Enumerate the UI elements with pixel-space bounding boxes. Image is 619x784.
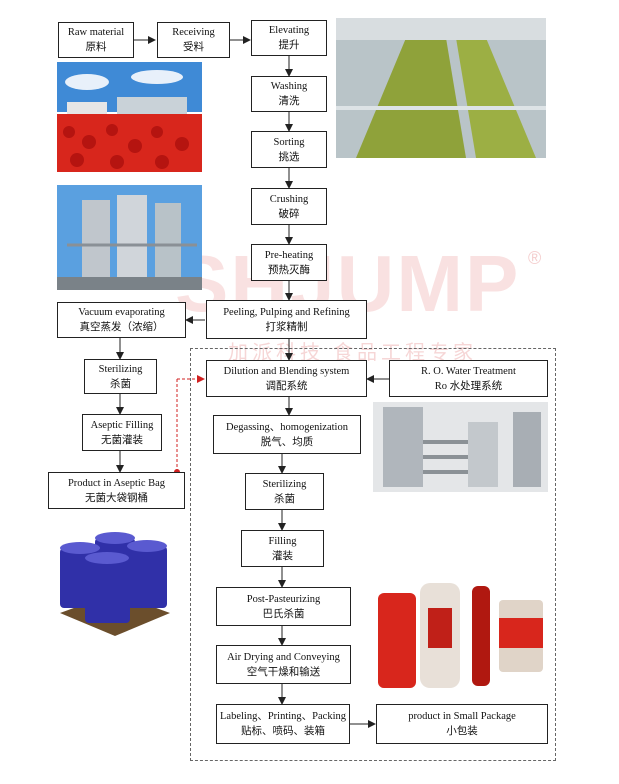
aseptic-filling-cn: 无菌灌装	[83, 433, 161, 448]
ro-water-en: R. O. Water Treatment	[390, 364, 547, 379]
sterilizing-inner-en: Sterilizing	[246, 477, 323, 492]
small-package-box: product in Small Package 小包装	[376, 704, 548, 744]
labeling-box: Labeling、Printing、Packing 贴标、喷码、装箱	[216, 704, 350, 744]
degassing-box: Degassing、homogenization 脱气、均质	[213, 415, 361, 454]
washing-en: Washing	[252, 79, 326, 94]
dilution-blending-cn: 调配系统	[207, 379, 366, 394]
raw-material-en: Raw material	[59, 25, 133, 40]
sterilizing-left-cn: 杀菌	[85, 377, 156, 392]
receiving-en: Receiving	[158, 25, 229, 40]
raw-material-box: Raw material 原料	[58, 22, 134, 58]
sorting-box: Sorting 挑选	[251, 131, 327, 168]
dilution-blending-en: Dilution and Blending system	[207, 364, 366, 379]
elevating-cn: 提升	[252, 38, 326, 53]
raw-material-cn: 原料	[59, 40, 133, 55]
air-drying-box: Air Drying and Conveying 空气干燥和输送	[216, 645, 351, 684]
pre-heating-en: Pre-heating	[252, 248, 326, 263]
pre-heating-cn: 预热灭酶	[252, 263, 326, 278]
washing-cn: 清洗	[252, 94, 326, 109]
post-pasteurizing-box: Post-Pasteurizing 巴氏杀菌	[216, 587, 351, 626]
ro-water-cn: Ro 水处理系统	[390, 379, 547, 394]
sterilizing-inner-cn: 杀菌	[246, 492, 323, 507]
peeling-pulping-en: Peeling, Pulping and Refining	[207, 305, 366, 320]
small-package-en: product in Small Package	[377, 709, 547, 724]
air-drying-cn: 空气干燥和输送	[217, 665, 350, 680]
sorting-cn: 挑选	[252, 150, 326, 165]
peeling-pulping-box: Peeling, Pulping and Refining 打浆精制	[206, 300, 367, 339]
receiving-cn: 受料	[158, 40, 229, 55]
peeling-pulping-cn: 打浆精制	[207, 320, 366, 335]
labeling-en: Labeling、Printing、Packing	[217, 709, 349, 724]
labeling-cn: 贴标、喷码、装箱	[217, 724, 349, 739]
elevating-box: Elevating 提升	[251, 20, 327, 56]
sterilizing-left-box: Sterilizing 杀菌	[84, 359, 157, 394]
receiving-box: Receiving 受料	[157, 22, 230, 58]
small-package-cn: 小包装	[377, 724, 547, 739]
post-pasteurizing-en: Post-Pasteurizing	[217, 592, 350, 607]
aseptic-filling-en: Aseptic Filling	[83, 418, 161, 433]
crushing-en: Crushing	[252, 192, 326, 207]
sorting-en: Sorting	[252, 135, 326, 150]
washing-box: Washing 清洗	[251, 76, 327, 112]
aseptic-filling-box: Aseptic Filling 无菌灌装	[82, 414, 162, 451]
sterilizing-left-en: Sterilizing	[85, 362, 156, 377]
aseptic-bag-box: Product in Aseptic Bag 无菌大袋钢桶	[48, 472, 185, 509]
vacuum-evaporating-cn: 真空蒸发（浓缩）	[58, 320, 185, 335]
vacuum-evaporating-box: Vacuum evaporating 真空蒸发（浓缩）	[57, 302, 186, 338]
filling-box: Filling 灌装	[241, 530, 324, 567]
pre-heating-box: Pre-heating 预热灭酶	[251, 244, 327, 281]
filling-en: Filling	[242, 534, 323, 549]
aseptic-bag-en: Product in Aseptic Bag	[49, 476, 184, 491]
sterilizing-inner-box: Sterilizing 杀菌	[245, 473, 324, 510]
post-pasteurizing-cn: 巴氏杀菌	[217, 607, 350, 622]
dilution-blending-box: Dilution and Blending system 调配系统	[206, 360, 367, 397]
degassing-en: Degassing、homogenization	[214, 420, 360, 435]
air-drying-en: Air Drying and Conveying	[217, 650, 350, 665]
degassing-cn: 脱气、均质	[214, 435, 360, 450]
aseptic-bag-cn: 无菌大袋钢桶	[49, 491, 184, 506]
crushing-cn: 破碎	[252, 207, 326, 222]
crushing-box: Crushing 破碎	[251, 188, 327, 225]
filling-cn: 灌装	[242, 549, 323, 564]
elevating-en: Elevating	[252, 23, 326, 38]
ro-water-box: R. O. Water Treatment Ro 水处理系统	[389, 360, 548, 397]
vacuum-evaporating-en: Vacuum evaporating	[58, 305, 185, 320]
